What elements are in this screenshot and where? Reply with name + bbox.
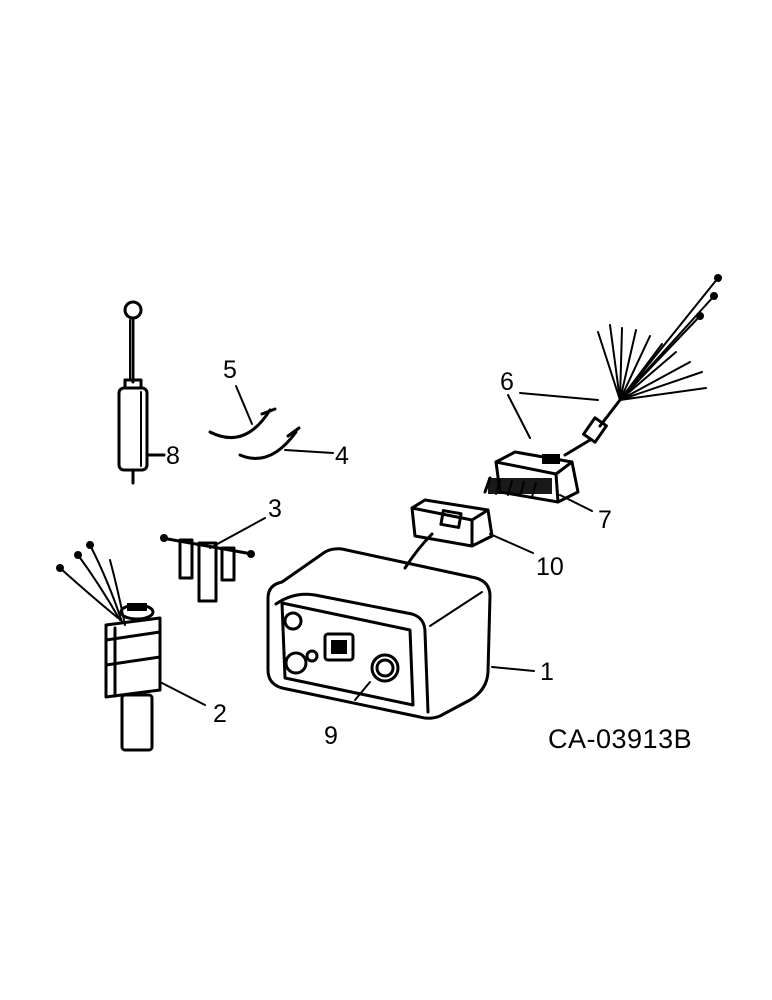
- part-6-harness: [507, 274, 722, 457]
- callout-4: 4: [335, 442, 349, 470]
- reference-code: CA-03913B: [548, 724, 692, 754]
- callout-10: 10: [536, 553, 564, 581]
- part-4-hose: [238, 426, 334, 460]
- part-3-bracket: [160, 517, 266, 603]
- callout-6: 6: [500, 368, 514, 396]
- callout-7: 7: [598, 506, 612, 534]
- callout-2: 2: [213, 700, 227, 728]
- part-10-connector: [403, 498, 534, 570]
- part-8-cylinder: [117, 300, 166, 485]
- callout-8: 8: [166, 442, 180, 470]
- callout-9: 9: [324, 722, 338, 750]
- part-1-control-box: [266, 547, 535, 720]
- callout-3: 3: [268, 495, 282, 523]
- callout-1: 1: [540, 658, 554, 686]
- part-5-hose: [208, 385, 277, 440]
- callout-5: 5: [223, 356, 237, 384]
- part-2-switch: [56, 541, 206, 752]
- part-7-plug: [483, 450, 593, 512]
